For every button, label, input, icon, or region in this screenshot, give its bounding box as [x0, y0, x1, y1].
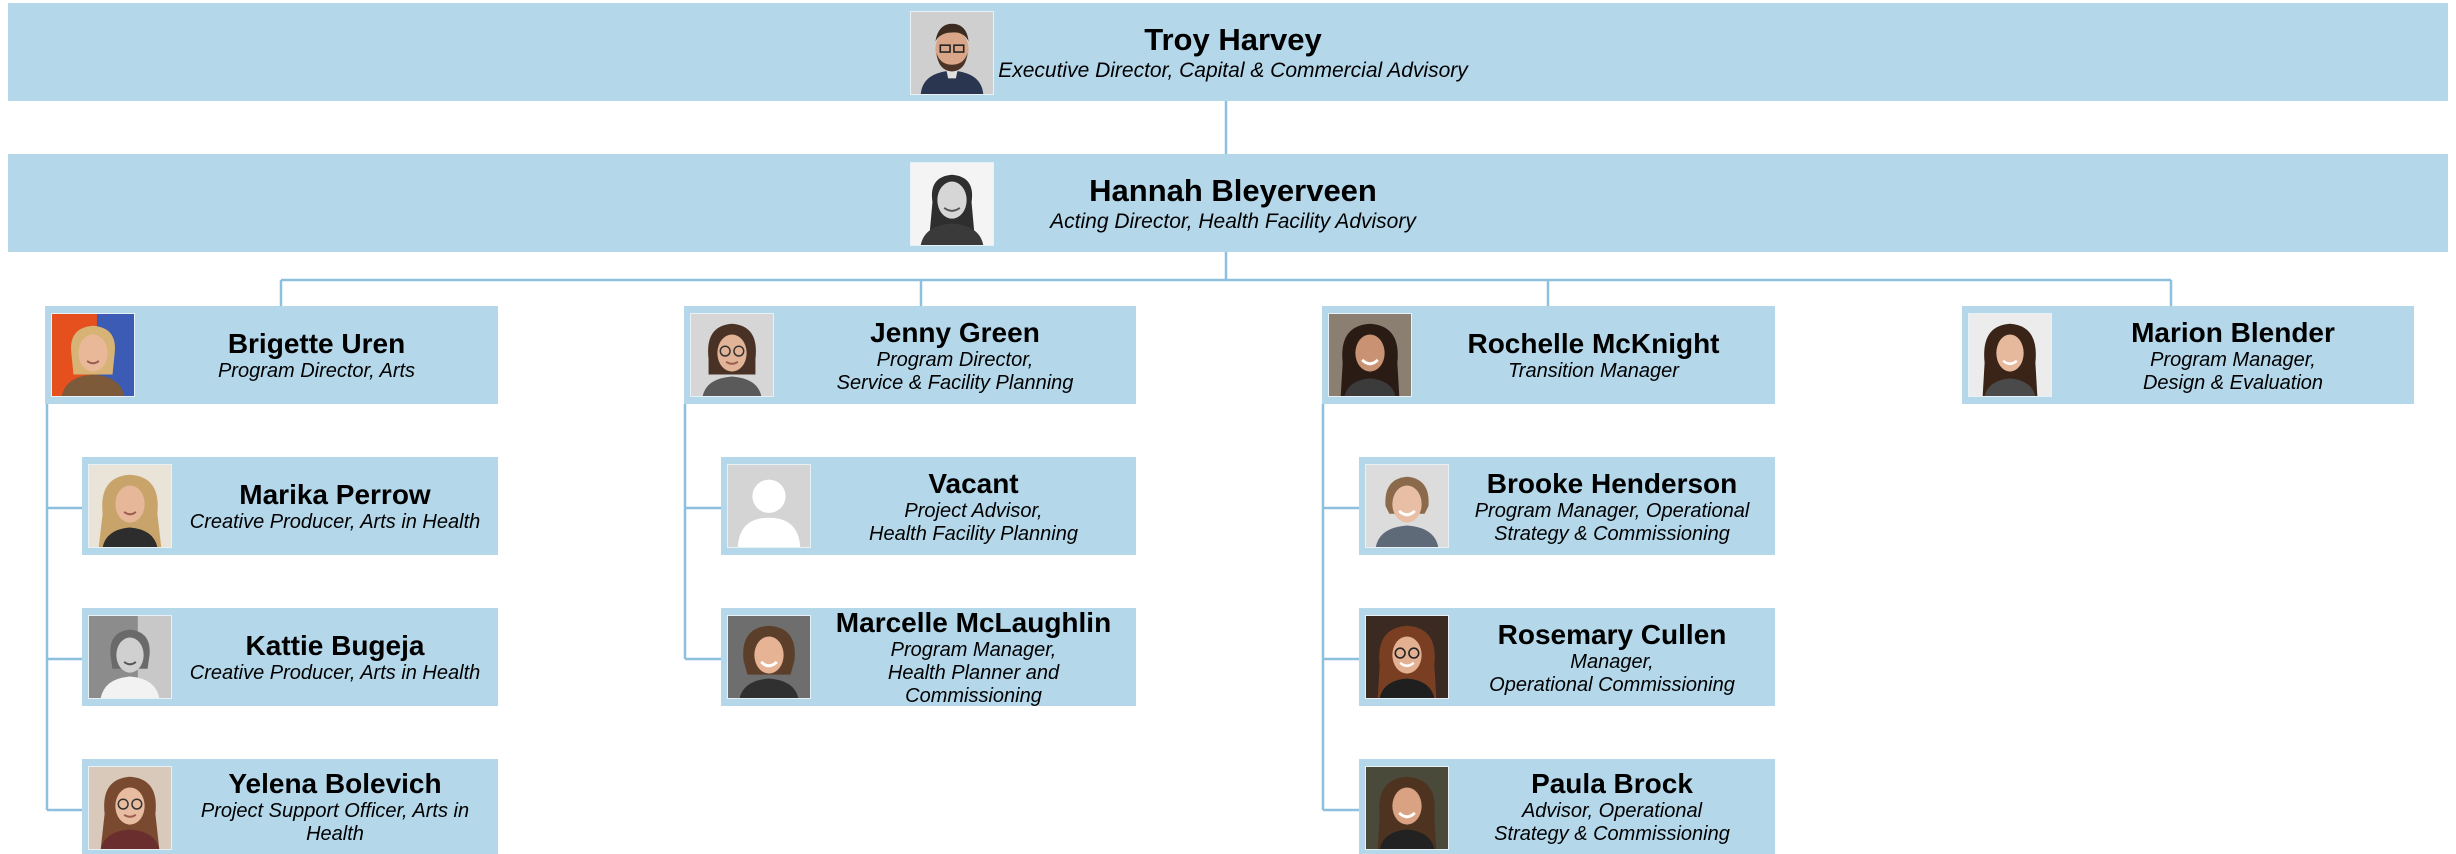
woman-bw-avatar: [88, 615, 172, 699]
org-card-brigette-uren: Brigette Uren Program Director, Arts: [45, 306, 498, 404]
org-card-rosemary-cullen: Rosemary Cullen Manager, Operational Com…: [1359, 608, 1775, 706]
person-title-line-1: Program Manager,: [890, 639, 1057, 661]
org-card-vacant: Vacant Project Advisor, Health Facility …: [721, 457, 1136, 555]
person-title-line-2: Design & Evaluation: [2142, 371, 2324, 394]
person-name: Yelena Bolevich: [228, 768, 442, 799]
person-title-line-2: Strategy & Commissioning: [1494, 522, 1730, 545]
woman-smiling-avatar: [1365, 766, 1449, 850]
person-name: Hannah Bleyerveen: [1089, 172, 1377, 208]
person-title-line-1: Advisor, Operational: [1521, 800, 1703, 822]
org-card-troy-harvey: Troy Harvey Executive Director, Capital …: [8, 3, 2448, 101]
org-card-hannah-bleyerveen: Hannah Bleyerveen Acting Director, Healt…: [8, 154, 2448, 252]
org-card-brooke-henderson: Brooke Henderson Program Manager, Operat…: [1359, 457, 1775, 555]
person-title-line-2: Health Facility Planning: [869, 522, 1078, 545]
org-card-marcelle-mclaughlin: Marcelle McLaughlin Program Manager, Hea…: [721, 607, 1136, 707]
person-name: Kattie Bugeja: [245, 630, 425, 661]
person-name: Paula Brock: [1531, 768, 1693, 799]
woman-dark-hair-avatar: [1328, 313, 1412, 397]
person-title: Project Support Officer, Arts in Health: [200, 800, 470, 845]
person-title: Program Director, Arts: [217, 360, 416, 382]
person-title-line-1: Program Manager, Operational: [1474, 499, 1750, 522]
person-title: Creative Producer, Arts in Health: [189, 662, 481, 684]
org-card-rochelle-mcknight: Rochelle McKnight Transition Manager: [1322, 306, 1775, 404]
woman-glasses-avatar: [1365, 615, 1449, 699]
person-title-line-1: Project Advisor,: [904, 499, 1043, 522]
org-card-marika-perrow: Marika Perrow Creative Producer, Arts in…: [82, 457, 498, 555]
person-name: Brooke Henderson: [1486, 467, 1738, 499]
person-name: Troy Harvey: [1144, 21, 1322, 57]
org-card-jenny-green: Jenny Green Program Director, Service & …: [684, 306, 1136, 404]
person-title-line-2: Health Planner and Commissioning: [887, 662, 1060, 707]
person-title-line-2: Strategy & Commissioning: [1494, 823, 1730, 845]
org-card-paula-brock: Paula Brock Advisor, Operational Strateg…: [1359, 759, 1775, 854]
person-name: Marion Blender: [2131, 316, 2335, 348]
person-name: Vacant: [928, 467, 1019, 499]
person-title: Transition Manager: [1508, 360, 1679, 382]
person-name: Jenny Green: [870, 316, 1040, 348]
person-title-line-1: Program Manager,: [2150, 348, 2316, 371]
woman-smiling-avatar: [1365, 464, 1449, 548]
person-name: Rochelle McKnight: [1467, 328, 1720, 359]
person-title: Creative Producer, Arts in Health: [189, 511, 481, 533]
woman-long-hair-avatar: [1968, 313, 2052, 397]
person-title-line-2: Operational Commissioning: [1489, 673, 1735, 696]
woman-glasses-avatar: [690, 313, 774, 397]
person-title: Executive Director, Capital & Commercial…: [998, 58, 1468, 82]
man-beard-glasses-avatar: [910, 11, 994, 95]
woman-blonde-avatar: [51, 313, 135, 397]
person-title-line-2: Service & Facility Planning: [836, 371, 1074, 394]
person-name: Marcelle McLaughlin: [835, 607, 1112, 638]
org-card-marion-blender: Marion Blender Program Manager, Design &…: [1962, 306, 2414, 404]
org-card-kattie-bugeja: Kattie Bugeja Creative Producer, Arts in…: [82, 608, 498, 706]
person-title: Acting Director, Health Facility Advisor…: [1050, 209, 1416, 233]
woman-smiling-avatar: [727, 615, 811, 699]
person-name: Marika Perrow: [239, 479, 431, 510]
woman-glasses-avatar: [88, 766, 172, 850]
org-card-yelena-bolevich: Yelena Bolevich Project Support Officer,…: [82, 759, 498, 854]
woman-curly-hair-avatar: [88, 464, 172, 548]
woman-smiling-bw-avatar: [910, 162, 994, 246]
person-name: Brigette Uren: [227, 328, 406, 359]
person-title-line-1: Program Director,: [876, 348, 1034, 371]
placeholder-person-icon: [727, 464, 811, 548]
person-name: Rosemary Cullen: [1497, 618, 1727, 650]
person-title-line-1: Manager,: [1570, 650, 1654, 673]
